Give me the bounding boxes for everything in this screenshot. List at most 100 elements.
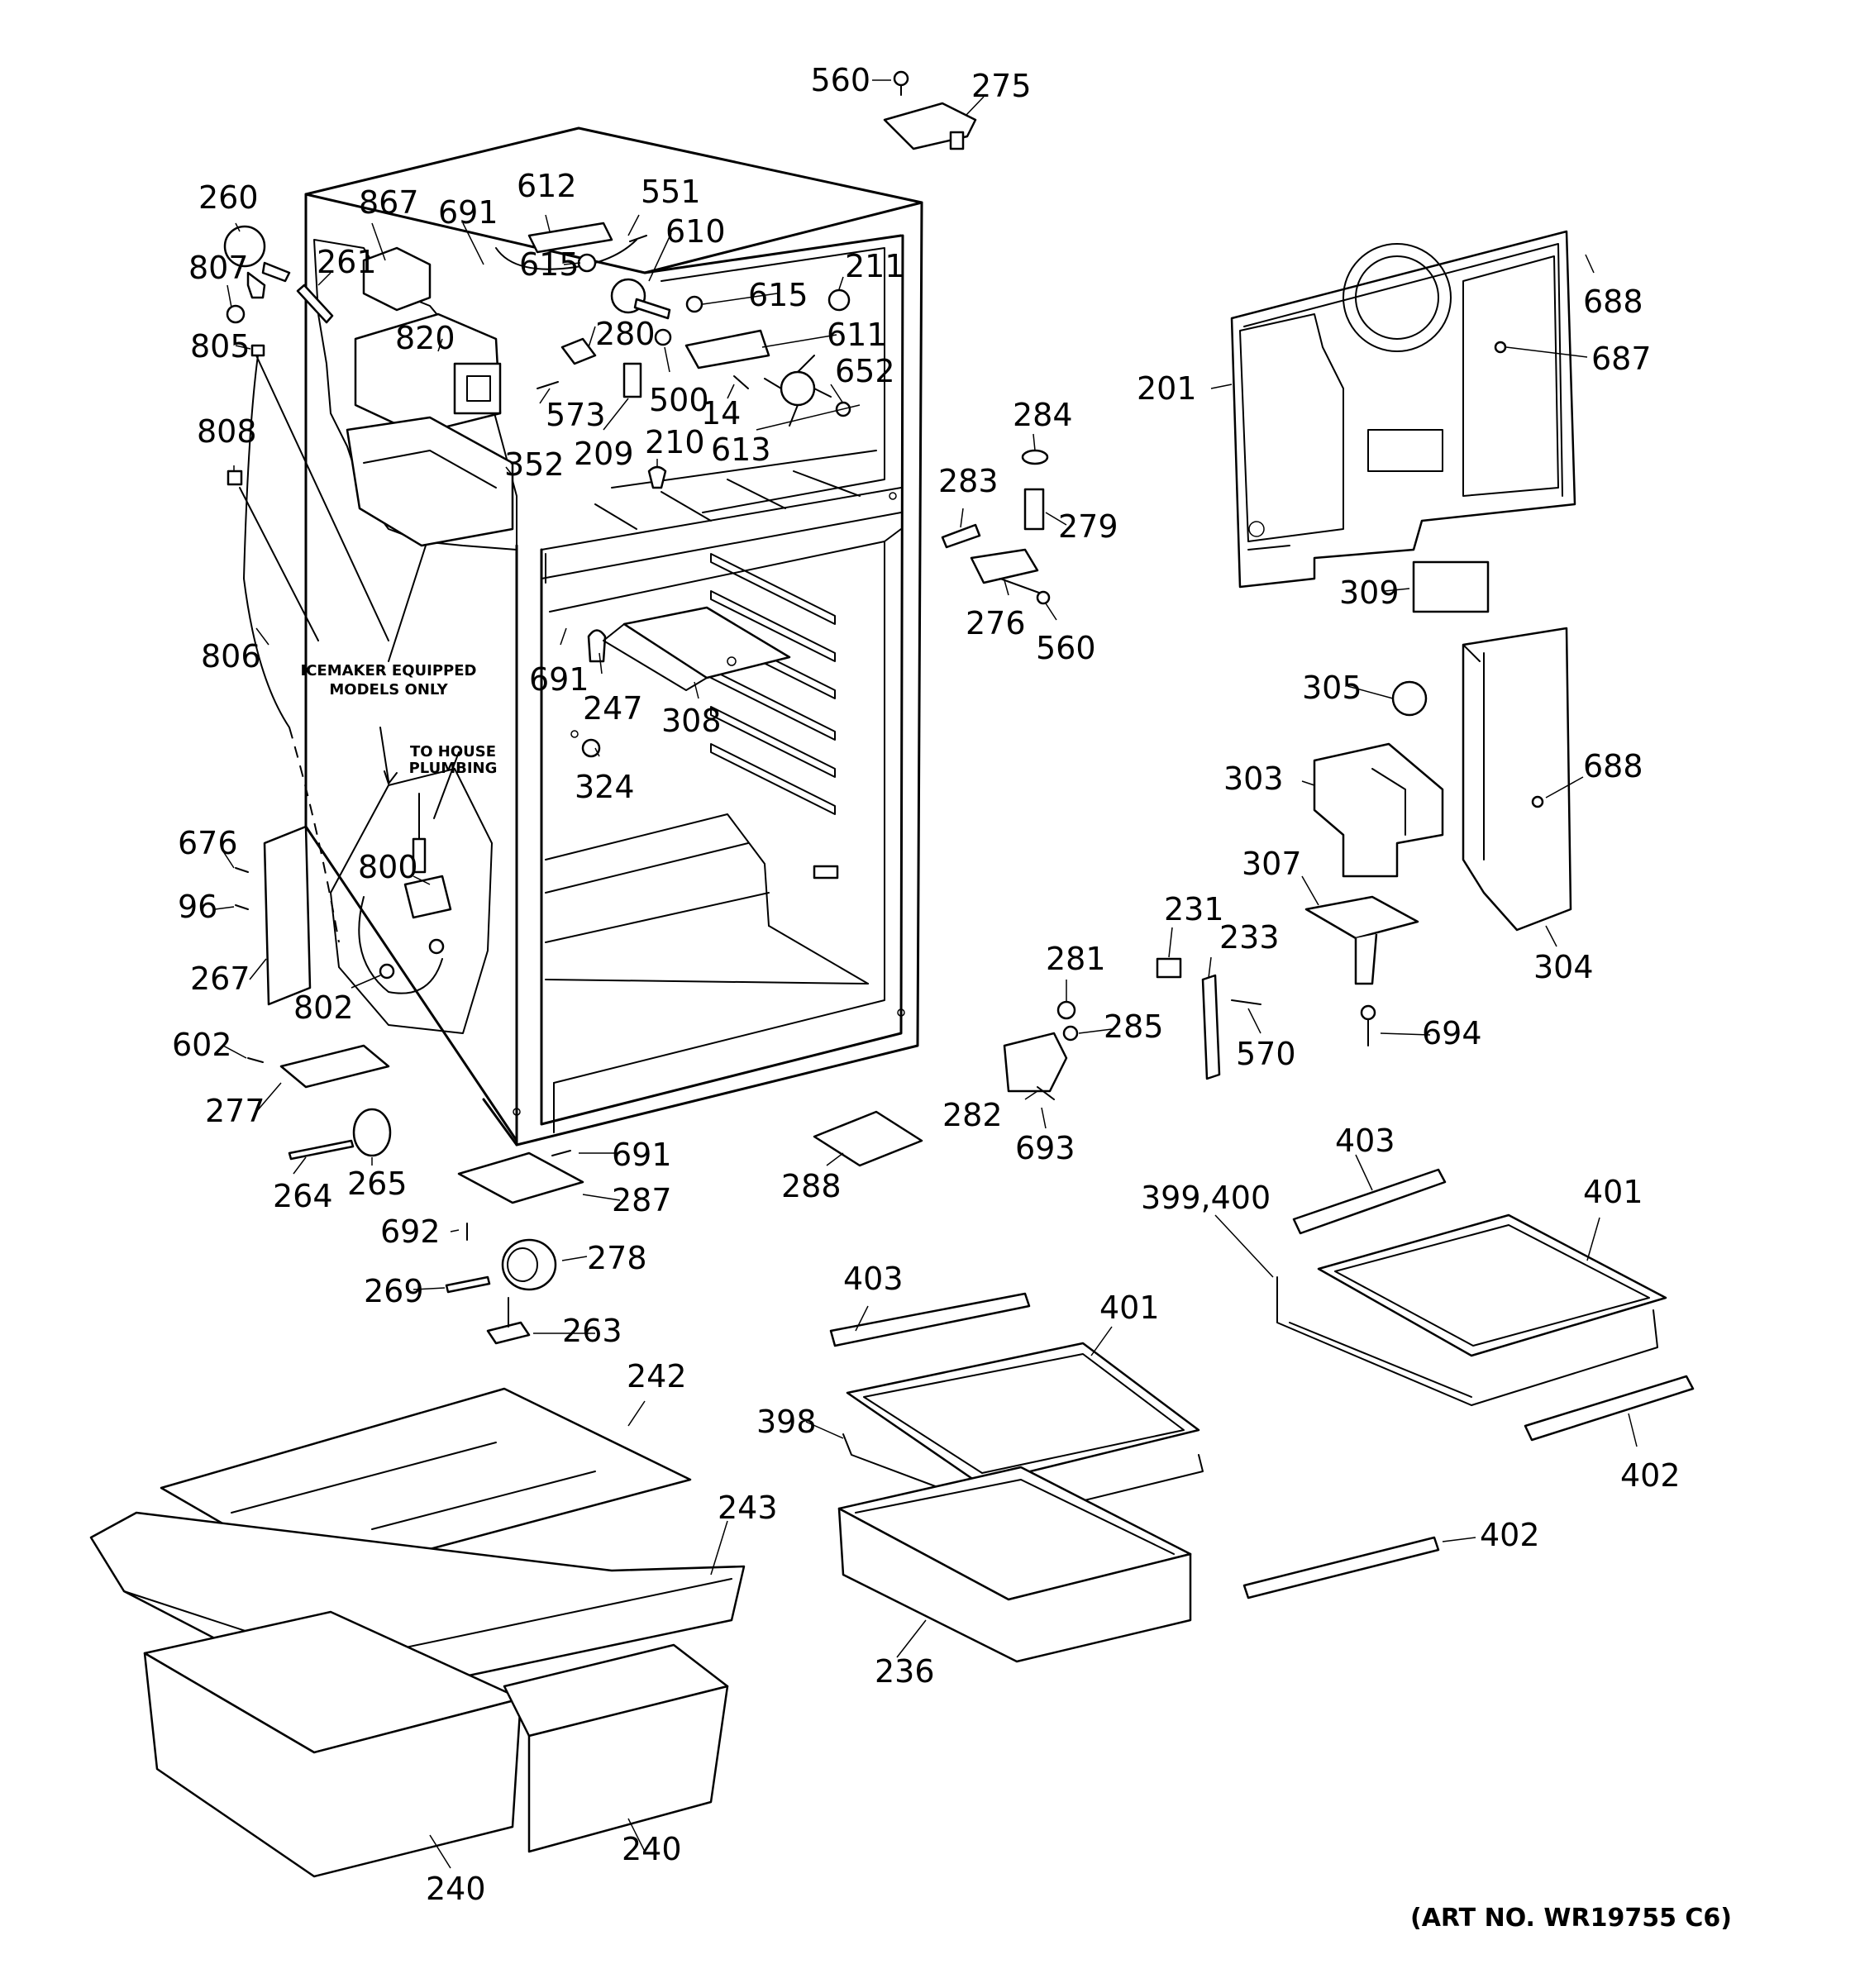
callout-304: 304 — [1533, 949, 1594, 985]
callout-201: 201 — [1137, 370, 1197, 407]
callout-14: 14 — [701, 395, 741, 431]
plumbing-note-line2: PLUMBING — [409, 760, 498, 777]
icemaker-note-line1: ICEMAKER EQUIPPED — [301, 662, 477, 679]
notes: ICEMAKER EQUIPPED MODELS ONLY TO HOUSE P… — [301, 662, 1732, 1933]
hardware-drawing — [235, 449, 1261, 1345]
callout-560-top: 560 — [810, 62, 870, 98]
callout-615-right: 615 — [748, 277, 808, 313]
shelf-308-drawing — [603, 606, 791, 691]
callout-692: 692 — [380, 1213, 441, 1250]
callout-820: 820 — [395, 320, 455, 356]
icemaker-note-line2: MODELS ONLY — [329, 681, 448, 698]
callout-263: 263 — [562, 1313, 622, 1349]
dispenser-parts-drawing — [1304, 627, 1572, 1046]
callout-280: 280 — [595, 316, 656, 352]
callout-240-right: 240 — [622, 1831, 682, 1867]
callout-264: 264 — [273, 1178, 333, 1214]
callout-401-top: 401 — [1583, 1174, 1643, 1210]
callout-281: 281 — [1046, 941, 1106, 977]
callout-247: 247 — [583, 690, 643, 727]
callout-676: 676 — [178, 825, 238, 861]
control-parts-drawing — [495, 222, 851, 489]
callout-691-mid: 691 — [529, 661, 589, 698]
callout-243: 243 — [718, 1490, 778, 1526]
callout-611: 611 — [827, 317, 887, 353]
callout-613: 613 — [711, 431, 771, 468]
callout-610: 610 — [665, 213, 726, 250]
callout-691-bottom: 691 — [612, 1137, 672, 1173]
callout-236: 236 — [875, 1653, 935, 1690]
shelves-drawing — [829, 1168, 1695, 1663]
callout-242: 242 — [627, 1358, 687, 1394]
callout-802: 802 — [293, 989, 354, 1026]
crisper-drawing — [89, 1387, 746, 1878]
callout-808: 808 — [197, 413, 257, 450]
callout-403-bottom: 403 — [843, 1261, 904, 1297]
callout-288: 288 — [781, 1168, 842, 1204]
callout-401-bottom: 401 — [1099, 1290, 1160, 1326]
plumbing-note-line1: TO HOUSE — [410, 743, 496, 760]
callout-402-right: 402 — [1620, 1457, 1681, 1494]
callout-570: 570 — [1236, 1036, 1296, 1072]
callout-267: 267 — [190, 961, 250, 997]
callout-500: 500 — [649, 382, 709, 418]
callout-labels: 560 275 867 691 612 551 610 260 807 261 … — [172, 62, 1681, 1907]
callout-560-mid: 560 — [1036, 630, 1096, 666]
callout-573: 573 — [546, 397, 606, 433]
callout-688-top: 688 — [1583, 284, 1643, 320]
panel-201-drawing — [1230, 230, 1576, 589]
callout-805: 805 — [190, 328, 250, 365]
callout-233: 233 — [1219, 919, 1280, 956]
callout-211: 211 — [845, 248, 905, 284]
callout-652: 652 — [835, 353, 895, 389]
callout-260: 260 — [198, 179, 259, 216]
part-309-drawing — [1412, 560, 1490, 613]
callout-602: 602 — [172, 1027, 232, 1063]
callout-693: 693 — [1015, 1130, 1075, 1166]
art-number: (ART NO. WR19755 C6) — [1410, 1904, 1732, 1933]
callout-402-left: 402 — [1480, 1517, 1540, 1553]
callout-551: 551 — [641, 174, 701, 210]
callout-303: 303 — [1223, 760, 1284, 797]
callout-398: 398 — [756, 1404, 817, 1440]
callout-265: 265 — [347, 1166, 408, 1202]
leader-lines — [214, 79, 1638, 1869]
callout-276: 276 — [966, 605, 1026, 641]
callout-240-left: 240 — [426, 1871, 486, 1907]
callout-287: 287 — [612, 1182, 672, 1218]
callout-687: 687 — [1591, 341, 1652, 377]
callout-688-mid: 688 — [1583, 748, 1643, 784]
callout-283: 283 — [938, 463, 999, 499]
callout-282: 282 — [942, 1097, 1003, 1133]
callout-807: 807 — [188, 250, 249, 286]
callout-691-top: 691 — [438, 194, 498, 231]
callout-806: 806 — [201, 638, 261, 675]
callout-261: 261 — [317, 244, 377, 280]
callout-275: 275 — [971, 68, 1032, 104]
callout-403-top: 403 — [1335, 1123, 1395, 1159]
hinge-275-drawing — [883, 70, 977, 150]
callout-615-left: 615 — [519, 246, 579, 283]
callout-305: 305 — [1302, 670, 1362, 706]
callout-277: 277 — [205, 1093, 265, 1129]
callout-399-400: 399,400 — [1141, 1180, 1271, 1216]
callout-800: 800 — [358, 849, 418, 885]
callout-231: 231 — [1164, 891, 1224, 927]
callout-867: 867 — [359, 184, 419, 221]
callout-307: 307 — [1242, 846, 1302, 882]
callout-278: 278 — [587, 1240, 647, 1276]
icemaker-area-drawing — [223, 225, 517, 943]
callout-694: 694 — [1422, 1015, 1482, 1051]
callout-309: 309 — [1339, 574, 1400, 611]
callout-285: 285 — [1104, 1008, 1164, 1045]
callout-284: 284 — [1013, 397, 1073, 433]
callout-210: 210 — [645, 424, 705, 460]
callout-352: 352 — [504, 446, 565, 483]
callout-96: 96 — [178, 889, 217, 925]
callout-324: 324 — [575, 769, 635, 805]
callout-308: 308 — [661, 703, 722, 739]
callout-612: 612 — [517, 168, 577, 204]
callout-209: 209 — [574, 436, 634, 472]
